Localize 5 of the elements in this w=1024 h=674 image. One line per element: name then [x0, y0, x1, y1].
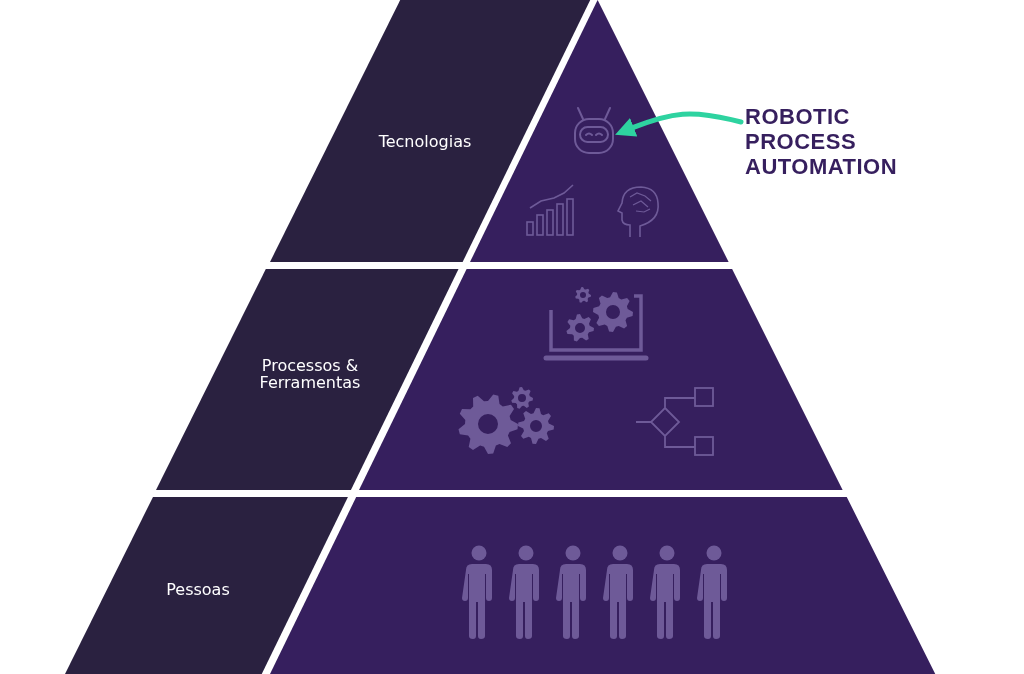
- callout-text: ROBOTIC PROCESS AUTOMATION: [745, 104, 899, 179]
- tier-label: Processos & Ferramentas: [258, 357, 362, 391]
- tier-label: Tecnologias: [377, 132, 473, 150]
- tier-label: Pessoas: [165, 580, 231, 598]
- curved-arrow: [615, 111, 744, 137]
